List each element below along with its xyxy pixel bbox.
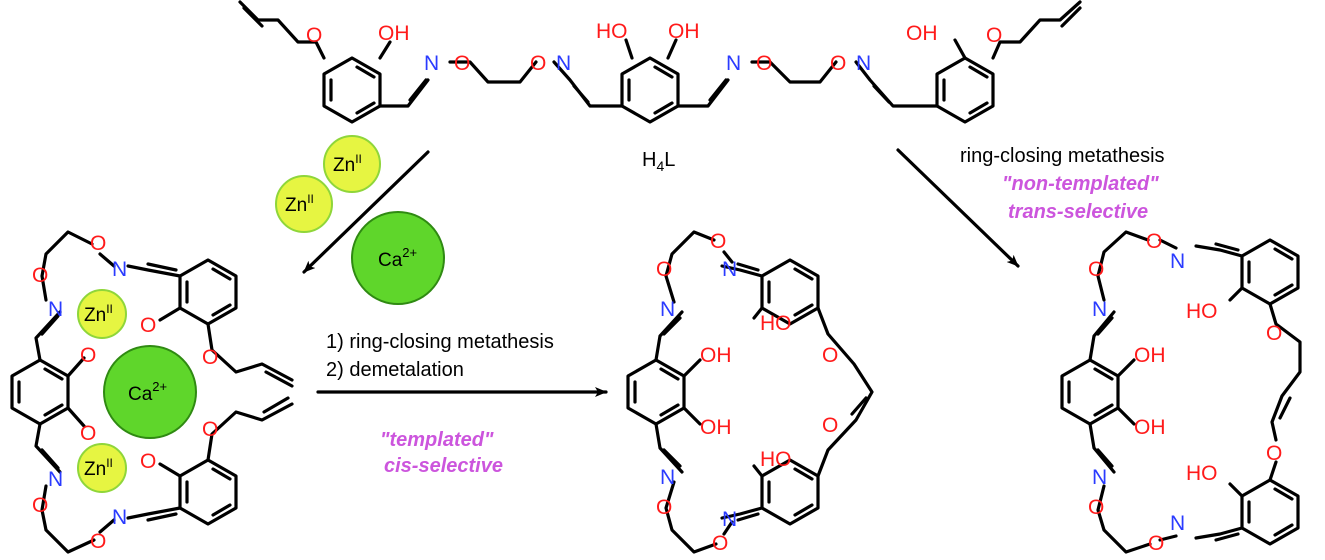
atom-n: N [424, 52, 439, 75]
atom-n: N [660, 466, 675, 489]
templated-note: "templated" [380, 429, 494, 451]
atom-n: N [1170, 512, 1185, 535]
non-templated-note: "non-templated" [1002, 173, 1159, 195]
atom-oh: OH [700, 416, 732, 439]
atom-ho: HO [1186, 462, 1218, 485]
atom-o: O [986, 24, 1002, 47]
atom-n: N [722, 508, 737, 531]
atom-oh: OH [906, 22, 938, 45]
atom-o: O [822, 344, 838, 367]
zinc-ion-reagent-1: ZnII [323, 135, 381, 193]
cis-selective-note: cis-selective [384, 455, 503, 477]
atom-n: N [726, 52, 741, 75]
atom-o: O [656, 258, 672, 281]
arrow-nontemplated [896, 148, 1020, 268]
atom-o: O [32, 494, 48, 517]
atom-o: O [1088, 258, 1104, 281]
atom-ho: HO [760, 312, 792, 335]
atom-o: O [80, 422, 96, 445]
atom-n: N [48, 468, 63, 491]
atom-o: O [530, 52, 546, 75]
atom-n: N [1092, 298, 1107, 321]
atom-o: O [1148, 532, 1164, 555]
zinc-ion-reagent-2: ZnII [275, 175, 333, 233]
step-label-rcm-nontemplated: ring-closing metathesis [960, 145, 1165, 167]
atom-ho: HO [596, 20, 628, 43]
arrow-to-complex [302, 150, 430, 274]
atom-o: O [822, 414, 838, 437]
atom-n: N [556, 52, 571, 75]
step-label-demetalation: 2) demetalation [326, 359, 464, 381]
atom-oh: OH [1134, 344, 1166, 367]
atom-ho: HO [1186, 300, 1218, 323]
atom-n: N [856, 52, 871, 75]
atom-n: N [660, 298, 675, 321]
atom-o: O [80, 344, 96, 367]
compound-label: H4L [642, 149, 675, 174]
trans-macrocycle-product: O O N N HO O OH OH O HO N N O O [1060, 230, 1302, 555]
atom-oh: OH [378, 22, 410, 45]
svg-text:ZnII: ZnII [285, 192, 314, 216]
atom-o: O [712, 532, 728, 555]
atom-n: N [1170, 250, 1185, 273]
atom-o: O [306, 24, 322, 47]
atom-o: O [830, 52, 846, 75]
step-label-rcm: 1) ring-closing metathesis [326, 331, 554, 353]
svg-text:ZnII: ZnII [333, 152, 362, 176]
metal-template-complex: ZnII ZnII Ca2+ O O N N O O O O O O N N O… [10, 230, 294, 554]
atom-oh: OH [668, 20, 700, 43]
atom-o: O [710, 230, 726, 253]
atom-n: N [722, 258, 737, 281]
trans-selective-note: trans-selective [1008, 201, 1148, 223]
svg-text:ZnII: ZnII [84, 302, 113, 326]
atom-o: O [1266, 322, 1282, 345]
atom-o: O [90, 232, 106, 255]
atom-o: O [1088, 496, 1104, 519]
atom-o: O [140, 314, 156, 337]
cis-macrocycle-product: O O N N HO OH O OH O HO N N O O [626, 230, 874, 555]
svg-text:ZnII: ZnII [84, 456, 113, 480]
atom-o: O [140, 450, 156, 473]
calcium-ion-reagent: Ca2+ [351, 211, 445, 305]
atom-o: O [756, 52, 772, 75]
atom-o: O [202, 346, 218, 369]
atom-n: N [48, 298, 63, 321]
atom-o: O [1146, 230, 1162, 253]
atom-n: N [1092, 466, 1107, 489]
atom-o: O [1266, 442, 1282, 465]
atom-n: N [112, 506, 127, 529]
atom-o: O [90, 530, 106, 553]
atom-n: N [112, 258, 127, 281]
atom-oh: OH [1134, 416, 1166, 439]
svg-text:Ca2+: Ca2+ [378, 245, 417, 271]
atom-o: O [32, 264, 48, 287]
atom-o: O [202, 418, 218, 441]
atom-o: O [454, 52, 470, 75]
svg-text:Ca2+: Ca2+ [128, 379, 167, 405]
ligand-h4l: O OH N O O N HO OH N O O N OH O H4L [238, 0, 1082, 174]
atom-oh: OH [700, 344, 732, 367]
atom-o: O [656, 496, 672, 519]
atom-ho: HO [760, 448, 792, 471]
